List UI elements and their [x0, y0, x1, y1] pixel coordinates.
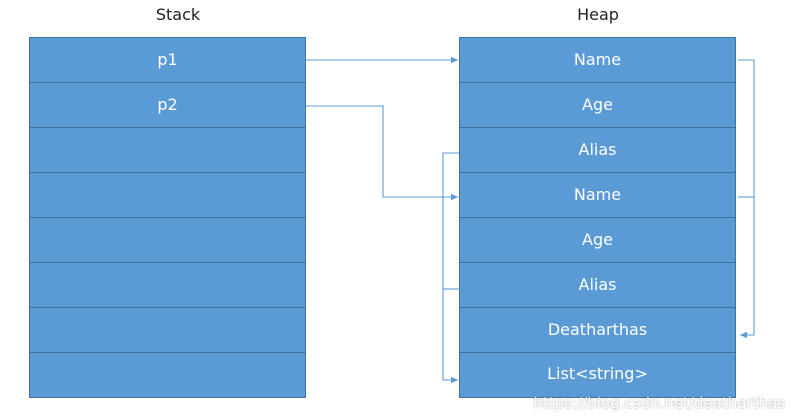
heap-cell-name-1: Name: [459, 38, 736, 83]
stack-cell-empty: [29, 218, 306, 263]
stack-cell-empty: [29, 263, 306, 308]
stack-title: Stack: [155, 5, 201, 24]
heap-title: Heap: [577, 5, 619, 24]
heap-cell-alias-1: Alias: [459, 128, 736, 173]
heap-cell-name-2: Name: [459, 173, 736, 218]
stack-cell-empty: [29, 128, 306, 173]
arrow-alias-to-list: [442, 152, 459, 384]
heap-cell-list-string: List<string>: [459, 353, 736, 398]
stack-column: p1 p2: [29, 37, 306, 398]
stack-cell-p2: p2: [29, 83, 306, 128]
heap-cell-age-1: Age: [459, 83, 736, 128]
stack-cell-empty: [29, 308, 306, 353]
stack-cell-empty: [29, 173, 306, 218]
heap-cell-age-2: Age: [459, 218, 736, 263]
stack-cell-p1: p1: [29, 38, 306, 83]
watermark: https://blog.csdn.net/deatharthas: [533, 394, 785, 412]
arrow-p2-to-name-2: [306, 105, 458, 201]
heap-cell-alias-2: Alias: [459, 263, 736, 308]
heap-cell-deatharthas: Deatharthas: [459, 308, 736, 353]
heap-column: Name Age Alias Name Age Alias Deathartha…: [459, 37, 736, 398]
stack-cell-empty: [29, 353, 306, 398]
